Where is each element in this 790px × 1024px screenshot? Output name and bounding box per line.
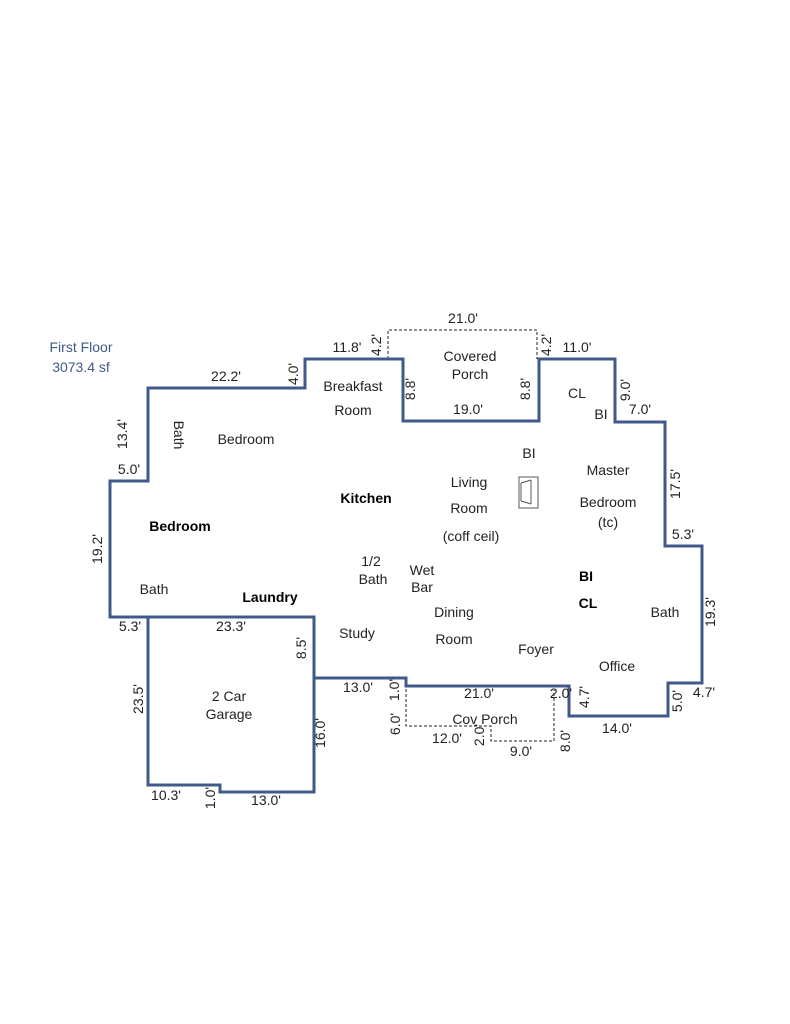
dimension-label: 14.0'	[602, 720, 632, 736]
dimension-label: 4.0'	[285, 363, 301, 385]
dimension-label: 16.0'	[312, 718, 328, 748]
dimension-label: 2.0'	[471, 724, 487, 746]
floor-area: 3073.4 sf	[52, 359, 110, 375]
dimension-label: 2.0'	[550, 685, 572, 701]
room-label: BI	[522, 445, 535, 461]
dimension-label: 1.0'	[202, 787, 218, 809]
dimension-label: 5.3'	[119, 618, 141, 634]
dimension-label: 1.0'	[386, 679, 402, 701]
room-label: Bedroom	[218, 431, 275, 447]
room-label: (tc)	[598, 514, 618, 530]
covered-porch-outline	[387, 329, 538, 359]
dimension-label: 23.3'	[216, 618, 246, 634]
room-label: Foyer	[518, 641, 554, 657]
dimension-label: 5.0'	[118, 461, 140, 477]
fireplace-symbol	[518, 476, 539, 509]
room-label: CL	[568, 385, 586, 401]
room-label: Master	[587, 462, 630, 478]
dimension-label: 21.0'	[464, 685, 494, 701]
dimension-label: 13.4'	[114, 419, 130, 449]
dimension-label: 19.2'	[89, 534, 105, 564]
room-label: Room	[435, 631, 472, 647]
dimension-label: 9.0'	[510, 743, 532, 759]
room-label: Breakfast	[323, 378, 382, 394]
room-label: Porch	[452, 366, 489, 382]
dimension-label: 5.3'	[672, 526, 694, 542]
room-label: Bath	[359, 571, 388, 587]
room-label: Bath	[651, 604, 680, 620]
dimension-label: 9.0'	[617, 379, 633, 401]
room-label: Garage	[206, 706, 253, 722]
dimension-label: 17.5'	[667, 469, 683, 499]
dimension-label: 8.0'	[557, 730, 573, 752]
dimension-label: 22.2'	[211, 368, 241, 384]
dimension-label: 12.0'	[432, 730, 462, 746]
room-label: 2 Car	[212, 688, 247, 704]
room-label: Covered	[444, 348, 497, 364]
dimension-label: 4.2'	[538, 334, 554, 356]
room-label: Bedroom	[580, 494, 637, 510]
dimension-label: 7.0'	[629, 401, 651, 417]
room-label: Cov Porch	[452, 711, 517, 727]
dimension-label: 11.8'	[333, 339, 362, 355]
room-label: BI	[594, 406, 607, 422]
dimension-label: 4.7'	[693, 684, 715, 700]
room-label: Bedroom	[149, 518, 210, 534]
room-label: Room	[334, 402, 371, 418]
dimension-label: 19.0'	[453, 401, 483, 417]
fireplace-line	[520, 500, 532, 505]
floor-title: First Floor	[50, 339, 113, 355]
dimension-label: 6.0'	[387, 713, 403, 735]
dimension-label: 13.0'	[251, 792, 281, 808]
dimension-label: 23.5'	[130, 684, 146, 714]
room-label: Dining	[434, 604, 474, 620]
room-label: Wet	[410, 562, 435, 578]
room-label: Office	[599, 658, 636, 674]
dimension-label: 4.2'	[368, 334, 384, 356]
dimension-label: 11.0'	[563, 339, 592, 355]
dimension-label: 8.8'	[402, 378, 418, 400]
room-label: Room	[450, 500, 487, 516]
fireplace-line	[520, 479, 532, 484]
dimension-label: 19.3'	[702, 597, 718, 627]
room-label: Study	[339, 625, 375, 641]
room-label: Kitchen	[340, 490, 391, 506]
dimension-label: 8.8'	[517, 378, 533, 400]
dimension-label: 5.0'	[669, 690, 685, 712]
dimension-label: 8.5'	[293, 637, 309, 659]
garage-outline	[146, 615, 316, 794]
room-label: Laundry	[242, 589, 297, 605]
room-label: (coff ceil)	[443, 528, 500, 544]
room-label: 1/2	[361, 553, 381, 569]
dimension-label: 13.0'	[343, 679, 373, 695]
dimension-label: 21.0'	[448, 310, 478, 326]
room-label: Bar	[411, 579, 433, 595]
room-label: Bath	[171, 421, 187, 450]
dimension-label: 10.3'	[151, 787, 181, 803]
room-label: Living	[451, 474, 488, 490]
cov-porch-outline	[405, 684, 555, 742]
room-label: CL	[579, 595, 598, 611]
room-label: Bath	[140, 581, 169, 597]
dimension-label: 4.7'	[576, 686, 592, 708]
room-label: BI	[579, 568, 593, 584]
